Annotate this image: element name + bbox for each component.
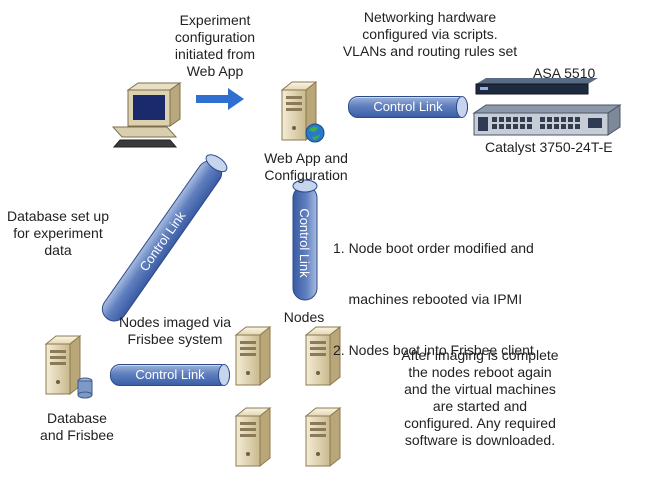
control-link-vertical: Control Link xyxy=(292,179,318,301)
web-server-icon xyxy=(281,81,325,143)
catalyst-label: Catalyst 3750-24T-E xyxy=(485,139,613,155)
control-link-top-label: Control Link xyxy=(373,99,443,114)
node-steps-label: 1. Node boot order modified and machines… xyxy=(333,240,534,358)
control-link-bottom-label: Control Link xyxy=(135,367,205,382)
control-link-vertical-label: Control Link xyxy=(297,208,312,278)
control-link-diagonal: Control Link xyxy=(101,154,228,322)
asa-label: ASA 5510 xyxy=(533,65,596,81)
database-label: Database and Frisbee xyxy=(40,410,114,443)
node-server-icon xyxy=(235,407,271,467)
desktop-computer-icon xyxy=(111,82,182,148)
nodes-imaged-label: Nodes imaged via Frisbee system xyxy=(118,314,232,347)
networking-label: Networking hardware configured via scrip… xyxy=(342,9,518,59)
control-link-top: Control Link xyxy=(348,96,468,118)
node-server-icon xyxy=(235,326,271,386)
catalyst-switch-icon xyxy=(472,104,622,136)
arrow-icon xyxy=(196,88,244,110)
experiment-config-label: Experiment configuration initiated from … xyxy=(174,12,256,79)
control-link-diagonal-label: Control Link xyxy=(136,208,188,274)
nodes-label: Nodes xyxy=(283,309,325,325)
node-server-icon xyxy=(305,407,341,467)
database-server-icon xyxy=(45,335,93,399)
database-setup-label: Database set up for experiment data xyxy=(7,208,109,258)
asa-firewall-icon xyxy=(475,78,598,95)
control-link-bottom: Control Link xyxy=(110,364,230,386)
after-imaging-label: After imaging is complete the nodes rebo… xyxy=(401,347,559,448)
web-app-label: Web App and Configuration xyxy=(264,150,348,183)
